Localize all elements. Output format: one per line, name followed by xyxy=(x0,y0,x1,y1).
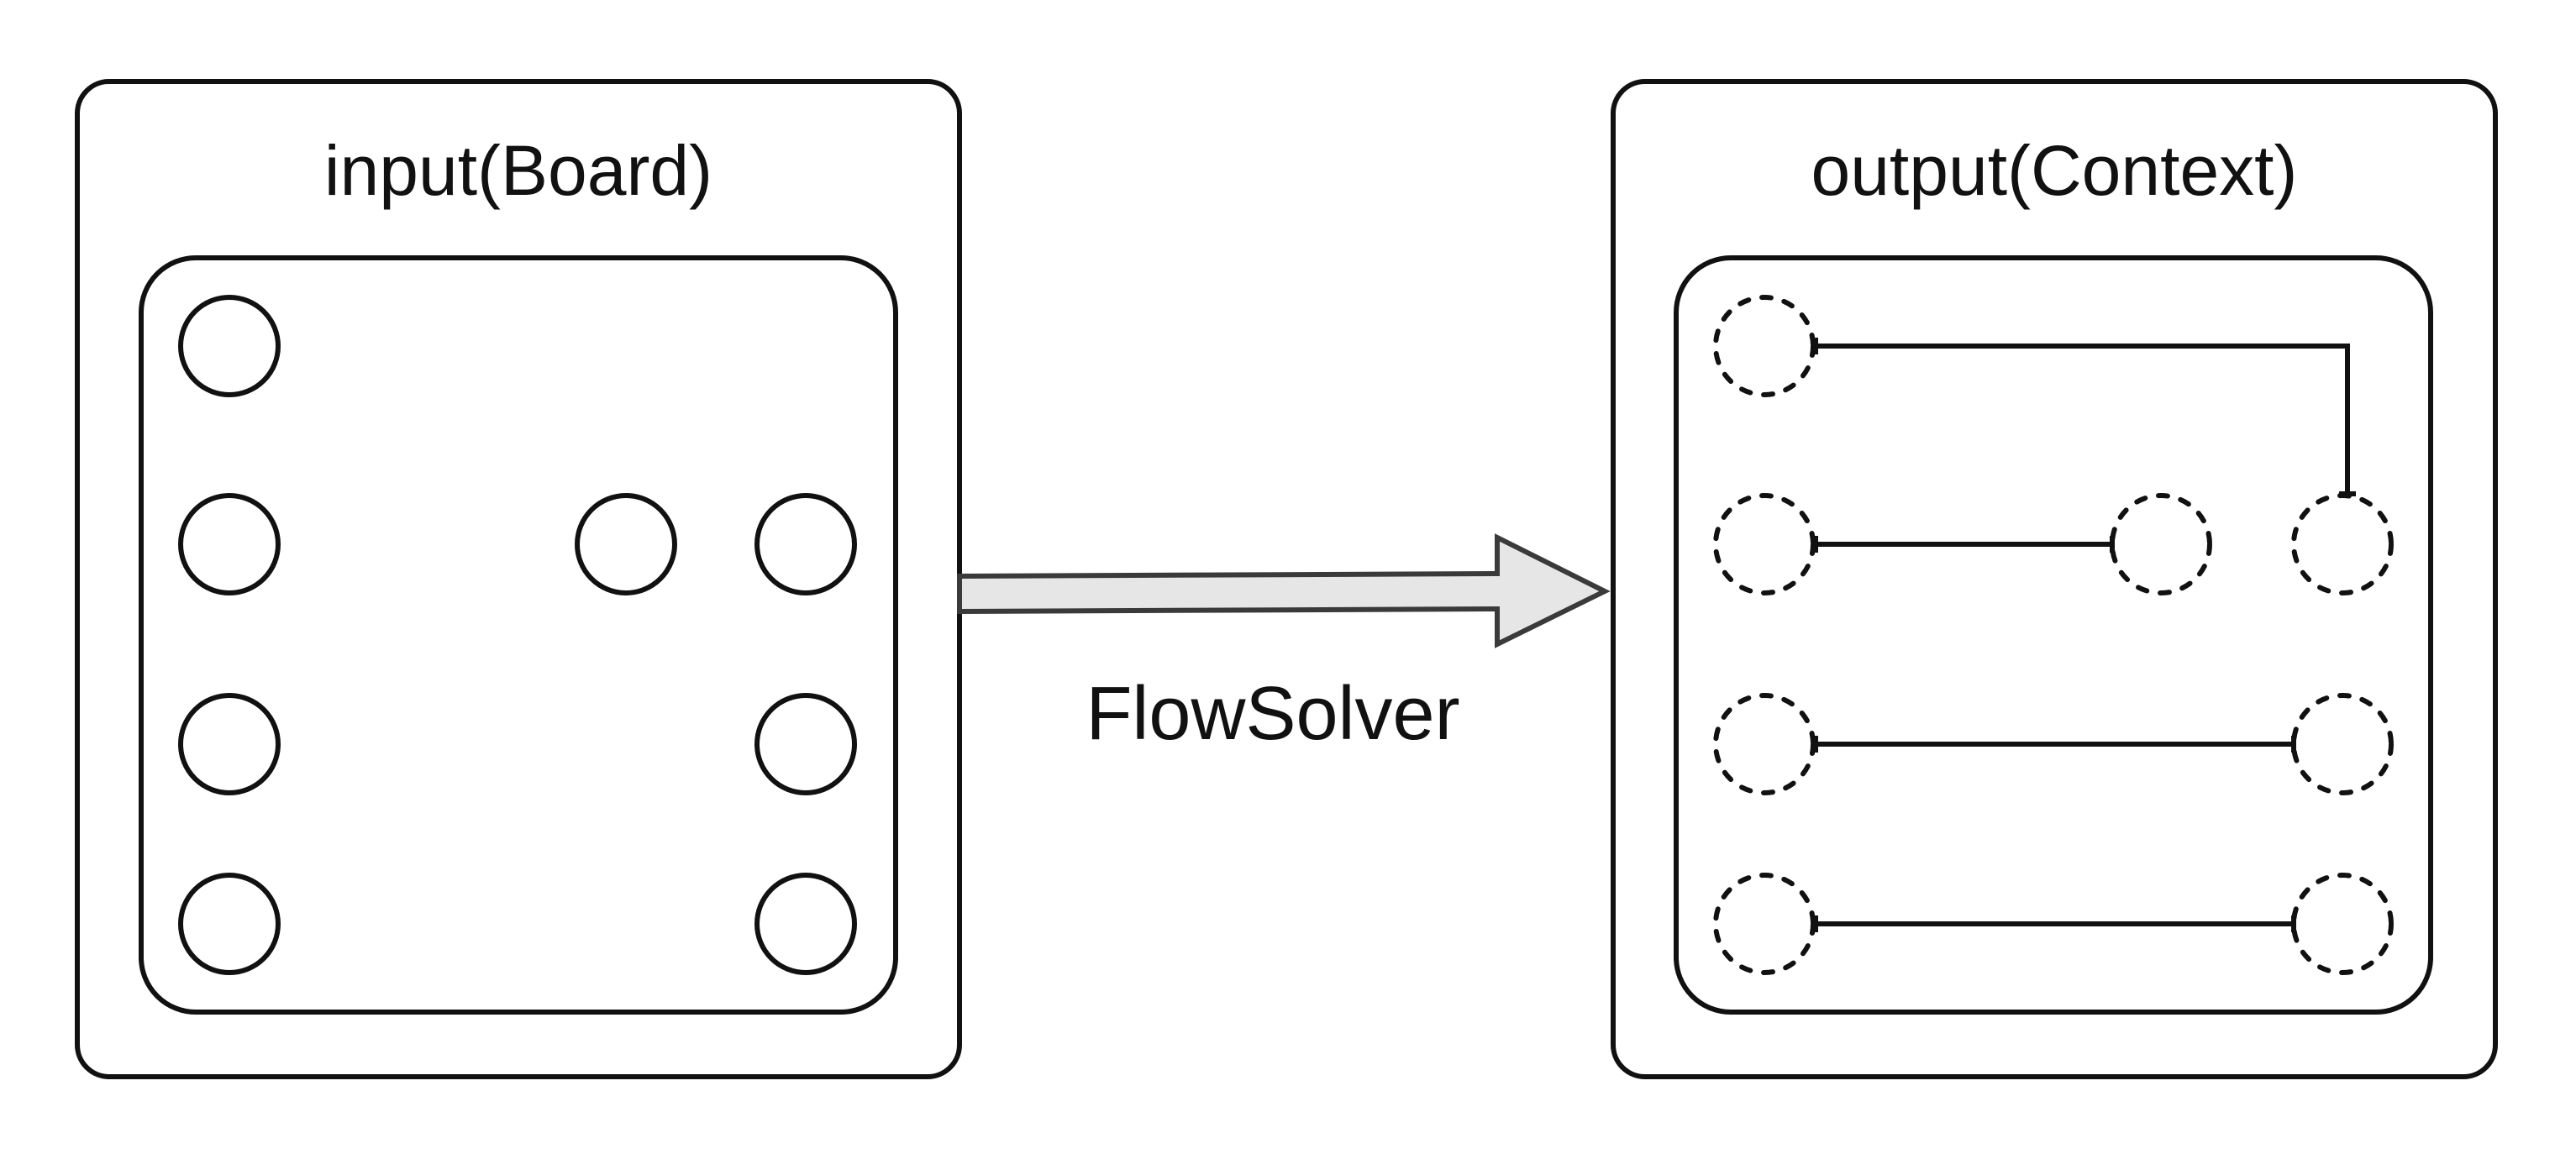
context-endpoint xyxy=(1713,295,1816,397)
context-endpoint xyxy=(1713,693,1816,795)
board-endpoint xyxy=(754,693,857,795)
context-path-ticks xyxy=(1813,338,2356,932)
output-panel-title: output(Context) xyxy=(1811,131,2298,210)
board-endpoint xyxy=(178,693,281,795)
board-endpoint xyxy=(575,493,677,595)
board-endpoint xyxy=(178,295,281,397)
board-endpoint xyxy=(178,873,281,975)
context-path xyxy=(1816,344,2350,494)
context-endpoint xyxy=(1713,493,1816,595)
flow-arrow: FlowSolver xyxy=(957,533,1611,756)
board-endpoint xyxy=(754,493,857,595)
board-endpoints xyxy=(178,295,857,975)
input-panel-title: input(Board) xyxy=(324,131,712,210)
context-endpoint xyxy=(2110,493,2212,595)
context-endpoint xyxy=(2291,693,2394,795)
context-endpoint xyxy=(1713,873,1816,975)
output-panel-frame xyxy=(1611,79,2498,1079)
input-panel-frame xyxy=(75,79,962,1079)
input-panel: input(Board) xyxy=(75,79,962,1079)
context-endpoint xyxy=(2291,493,2394,595)
flow-solver-label: FlowSolver xyxy=(1086,672,1459,756)
board-endpoint xyxy=(754,873,857,975)
output-panel: output(Context) xyxy=(1611,79,2498,1079)
context-endpoints xyxy=(1713,295,2394,975)
arrow-shape xyxy=(957,533,1611,648)
context-endpoint xyxy=(2291,873,2394,975)
context-paths xyxy=(1816,344,2350,926)
board-endpoint xyxy=(178,493,281,595)
context-grid-frame xyxy=(1674,255,2433,1015)
board-grid-frame xyxy=(139,255,898,1015)
